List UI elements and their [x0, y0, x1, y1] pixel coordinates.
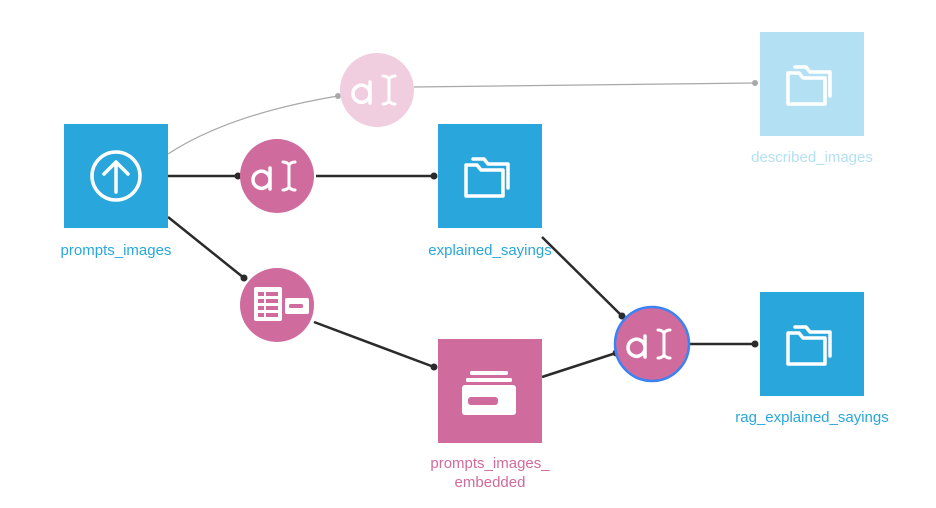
dataset-label-prompts-images-embedded-line1[interactable]: prompts_images_ [430, 455, 550, 472]
dataset-explained-sayings[interactable] [438, 124, 542, 228]
dataset-label-rag-explained-sayings[interactable]: rag_explained_sayings [735, 409, 889, 426]
dataset-label-prompts-images-embedded-line2[interactable]: embedded [454, 474, 526, 491]
dataset-described-images[interactable] [760, 32, 864, 136]
edge-explained-to-rag [541, 236, 623, 317]
edge-dot [752, 80, 758, 86]
folder-icon [786, 65, 832, 106]
recipe-rag-explain[interactable] [613, 305, 691, 383]
edge-prompts-to-describe [167, 95, 339, 155]
dataset-label-prompts-images[interactable]: prompts_images [60, 242, 172, 259]
recipe-explain-sayings[interactable] [240, 139, 314, 213]
text-generation-icon [251, 160, 297, 192]
edge-dot [335, 93, 341, 99]
embedding-store-icon [462, 371, 516, 415]
recipe-embed-prompts[interactable] [240, 268, 314, 342]
edges [167, 80, 759, 379]
dataset-rag-explained-sayings[interactable] [760, 292, 864, 396]
text-generation-icon [626, 328, 672, 360]
recipe-describe-images[interactable] [340, 53, 414, 127]
edge-describe-to-described-images [413, 82, 756, 88]
folder-icon [786, 325, 832, 366]
dataset-label-described-images[interactable]: described_images [751, 149, 873, 166]
edge-dot [240, 274, 248, 282]
edge-dot [234, 172, 242, 180]
edge-embedded-to-rag [541, 351, 617, 379]
edge-dot [430, 363, 438, 371]
upload-icon [90, 150, 142, 202]
edge-dot [618, 312, 626, 320]
edge-prompts-to-embed [167, 216, 245, 279]
text-generation-icon [351, 74, 397, 106]
edge-embed-to-embedded [313, 320, 435, 369]
dataset-prompts-images-embedded[interactable] [438, 339, 542, 443]
dataset-prompts-images[interactable] [64, 124, 168, 228]
embedding-recipe-icon [254, 287, 309, 321]
dataset-label-explained-sayings[interactable]: explained_sayings [428, 242, 552, 259]
edge-dot [751, 340, 759, 348]
edge-dot [430, 172, 438, 180]
folder-icon [464, 157, 510, 198]
